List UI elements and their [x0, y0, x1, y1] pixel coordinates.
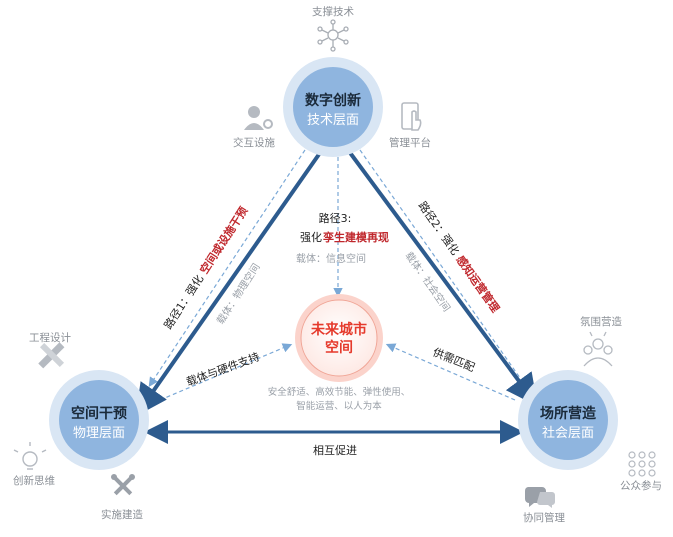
- node-placemaking: 场所营造 社会层面: [518, 370, 618, 470]
- flow-right-center-label: 供需匹配: [431, 345, 477, 374]
- lightbulb-icon: [13, 442, 47, 470]
- node-future-city-space: 未来城市 空间: [295, 294, 383, 382]
- path3-carrier: 载体：信息空间: [296, 252, 366, 265]
- center-caption-line2: 智能运营、以人为本: [296, 400, 382, 412]
- center-title-line1: 未来城市: [311, 321, 367, 338]
- icon-label-support-tech: 支撑技术: [312, 5, 354, 18]
- chat-bubbles-icon: [524, 487, 555, 508]
- center-caption-line1: 安全舒适、高效节能、弹性使用、: [268, 386, 411, 398]
- flow-bottom-label: 相互促进: [313, 443, 357, 457]
- flow-left-center-label: 载体与硬件支持: [184, 349, 261, 388]
- pencil-ruler-icon: [38, 342, 65, 369]
- network-icon: [317, 19, 349, 52]
- people-grid-icon: [628, 451, 656, 477]
- node-left-title: 空间干预: [71, 405, 127, 422]
- user-gear-icon: [244, 106, 273, 130]
- node-right-subtitle: 社会层面: [542, 425, 594, 441]
- icon-label-thinking: 创新思维: [13, 474, 55, 487]
- node-digital-innovation: 数字创新 技术层面: [283, 57, 383, 157]
- flow-left-center: 载体与硬件支持: [184, 349, 261, 388]
- icon-label-build: 实施建造: [101, 508, 143, 521]
- flow-right-center: 供需匹配: [431, 345, 477, 374]
- icon-label-atmosphere: 氛围营造: [580, 315, 622, 328]
- path3-label-prefix: 强化: [300, 230, 322, 244]
- icon-label-design: 工程设计: [29, 331, 71, 344]
- tools-icon: [111, 474, 135, 496]
- dashed-connectors: [148, 149, 527, 401]
- node-top-title: 数字创新: [305, 92, 361, 109]
- center-title-line2: 空间: [325, 339, 353, 356]
- path3-label-red: 孪生建模再现: [323, 230, 389, 244]
- node-right-title: 场所营造: [540, 405, 596, 422]
- crowd-icon: [583, 331, 613, 367]
- icon-label-platform: 管理平台: [389, 136, 431, 149]
- node-top-subtitle: 技术层面: [307, 113, 359, 128]
- icon-label-public: 公众参与: [620, 479, 662, 492]
- triangle-edges: [135, 148, 538, 444]
- node-space-intervention: 空间干预 物理层面: [49, 370, 149, 470]
- node-left-subtitle: 物理层面: [73, 426, 125, 441]
- path1-label: 路径1：强化 空间或设施干预: [161, 204, 251, 332]
- tablet-touch-icon: [401, 102, 422, 131]
- path3-label-line1: 路径3:: [319, 212, 352, 225]
- icon-label-collab: 协同管理: [523, 511, 565, 524]
- icon-label-interaction: 交互设施: [233, 136, 275, 149]
